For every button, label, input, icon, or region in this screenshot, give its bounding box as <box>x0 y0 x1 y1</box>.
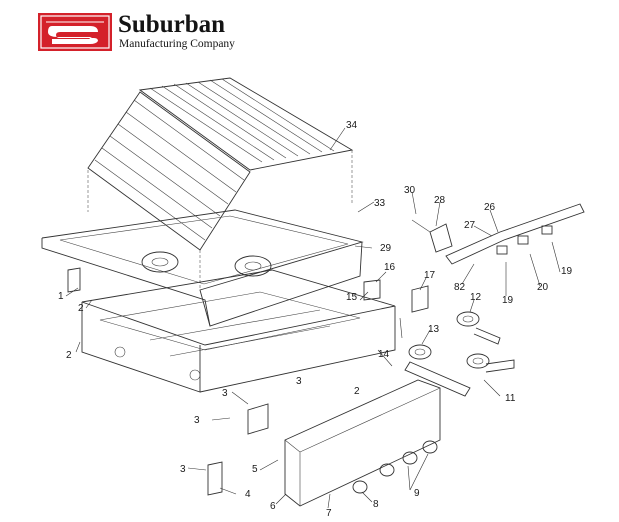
callout-label: 1 <box>58 291 64 302</box>
callout-label: 2 <box>78 303 84 314</box>
suburban-logo: Suburban Manufacturing Company <box>38 11 258 53</box>
callout-label: 5 <box>252 464 258 475</box>
callout-label: 4 <box>245 489 251 500</box>
burner-assembly <box>404 311 515 397</box>
callout-label: 2 <box>354 386 360 397</box>
callout-label: 29 <box>380 243 392 254</box>
callout-label: 30 <box>404 185 416 196</box>
callout-label: 8 <box>373 499 379 510</box>
callout-label: 9 <box>414 488 420 499</box>
callout-label: 33 <box>374 198 386 209</box>
callout-label: 13 <box>428 324 440 335</box>
leader-lines <box>65 127 561 509</box>
hardware <box>67 267 429 496</box>
callout-label: 12 <box>470 292 482 303</box>
callout-label: 19 <box>502 295 514 306</box>
cooking-grate <box>87 77 354 290</box>
callout-label: 15 <box>346 292 358 303</box>
callout-label: 28 <box>434 195 446 206</box>
callout-labels: 1 2 2 2 3 3 3 3 4 5 6 7 8 9 11 12 13 14 … <box>58 120 573 519</box>
callout-label: 34 <box>346 120 358 131</box>
brand-subtitle: Manufacturing Company <box>119 38 235 50</box>
callout-label: 3 <box>222 388 228 399</box>
base-pan <box>81 269 396 393</box>
callout-label: 19 <box>561 266 573 277</box>
gas-manifold <box>411 203 585 265</box>
callout-label: 20 <box>537 282 549 293</box>
callout-label: 7 <box>326 508 332 519</box>
brand-name: Suburban <box>118 11 226 38</box>
callout-label: 3 <box>296 376 302 387</box>
callout-label: 3 <box>194 415 200 426</box>
callout-label: 11 <box>505 393 516 404</box>
control-panel <box>284 379 441 507</box>
cooktop-surface <box>41 209 364 327</box>
callout-label: 16 <box>384 262 396 273</box>
callout-label: 2 <box>66 350 72 361</box>
callout-label: 14 <box>378 349 390 360</box>
callout-label: 6 <box>270 501 276 512</box>
callout-label: 82 <box>454 282 466 293</box>
callout-label: 3 <box>180 464 186 475</box>
callout-label: 26 <box>484 202 496 213</box>
suburban-emblem-icon <box>38 13 112 51</box>
callout-label: 27 <box>464 220 476 231</box>
callout-label: 17 <box>424 270 436 281</box>
